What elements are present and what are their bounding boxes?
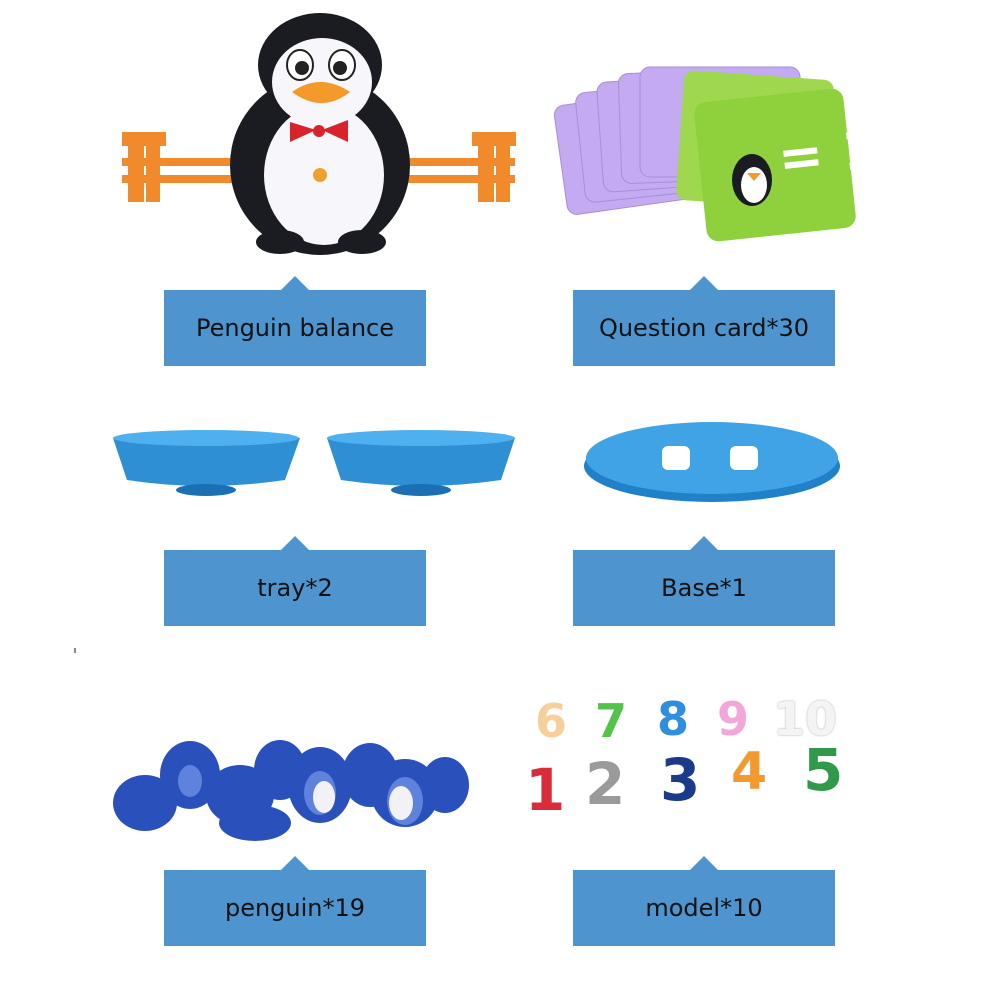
label-penguin-balance: Penguin balance	[164, 276, 426, 366]
number-6: 6	[535, 694, 568, 748]
base-image	[584, 422, 840, 502]
label-text: penguin*19	[224, 894, 366, 922]
number-1: 1	[525, 756, 566, 824]
label-text: tray*2	[257, 574, 333, 602]
card-equation: = 1	[775, 117, 870, 190]
label-tray: tray*2	[164, 536, 426, 626]
number-4: 4	[731, 742, 768, 802]
label-model: model*10	[573, 856, 835, 946]
label-text: Penguin balance	[195, 314, 395, 342]
label-text: model*10	[645, 894, 763, 922]
dust-speck	[74, 648, 76, 653]
number-8: 8	[657, 692, 690, 746]
question-cards-image: = 1	[553, 66, 870, 242]
penguin-figures-image	[113, 740, 469, 841]
number-7: 7	[595, 694, 628, 748]
label-text: Base*1	[661, 574, 747, 602]
label-penguin-figures: penguin*19	[164, 856, 426, 946]
number-3: 3	[660, 746, 701, 814]
number-models-image: 6 7 8 9 10 1 2 3 4 5	[525, 690, 875, 830]
number-5: 5	[803, 736, 844, 804]
label-question-card: Question card*30	[573, 276, 835, 366]
label-base: Base*1	[573, 536, 835, 626]
label-text: Question card*30	[598, 314, 810, 342]
penguin-balance-image	[122, 13, 516, 255]
number-2: 2	[585, 750, 626, 818]
number-10: 10	[773, 692, 838, 746]
number-9: 9	[717, 692, 750, 746]
trays-image	[113, 430, 515, 496]
